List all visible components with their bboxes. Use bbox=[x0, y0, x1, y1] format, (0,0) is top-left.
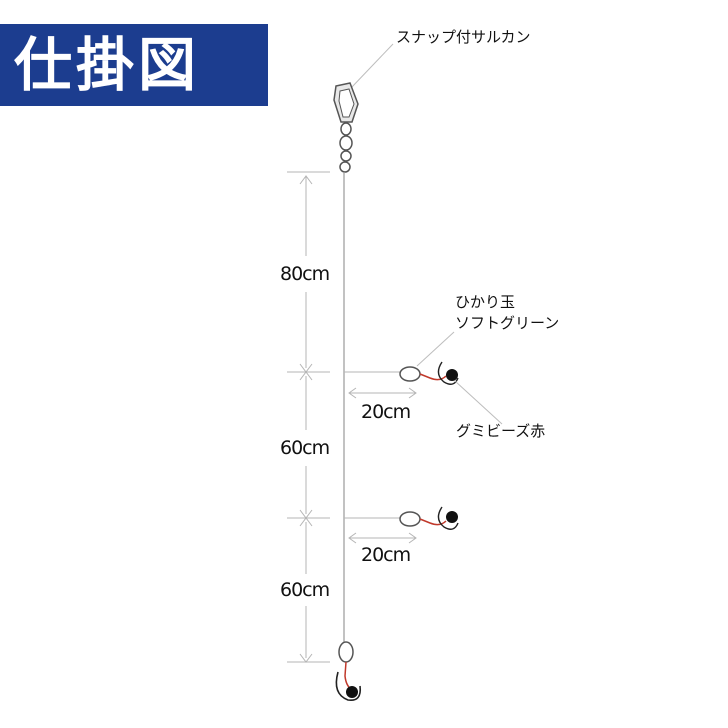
hook-icon bbox=[335, 671, 362, 702]
snap-swivel-icon bbox=[333, 82, 359, 173]
branch-dimension-upper bbox=[348, 387, 417, 399]
hook-line-upper bbox=[419, 373, 447, 381]
snap-swivel-label: スナップ付サルカン bbox=[396, 28, 531, 46]
dimension-label-middle: 60cm bbox=[280, 437, 330, 459]
branch-length-upper: 20cm bbox=[361, 401, 411, 423]
branch-length-lower: 20cm bbox=[361, 544, 411, 566]
hook-icon bbox=[437, 506, 459, 530]
dimension-label-top: 80cm bbox=[280, 263, 330, 285]
gummy-bead-icon bbox=[446, 369, 458, 381]
gummy-bead-icon bbox=[346, 686, 358, 698]
dimension-guide bbox=[287, 171, 330, 663]
glow-bead-icon bbox=[399, 511, 421, 527]
hook-line-lower bbox=[419, 518, 447, 526]
gummy-bead-leader-line bbox=[454, 380, 503, 425]
glow-bead-icon bbox=[399, 366, 421, 382]
glow-bead-color-label: ソフトグリーン bbox=[455, 314, 560, 332]
hook-icon bbox=[437, 361, 459, 385]
title-banner: 仕掛図 bbox=[0, 24, 268, 106]
gummy-bead-icon bbox=[446, 511, 458, 523]
glow-bead-icon bbox=[338, 641, 354, 663]
gummy-bead-label: グミビーズ赤 bbox=[456, 422, 546, 440]
glow-bead-label: ひかり玉 bbox=[455, 293, 516, 311]
snap-leader-line bbox=[350, 43, 394, 89]
dimension-label-bottom: 60cm bbox=[280, 579, 330, 601]
glow-bead-leader-line bbox=[416, 331, 455, 367]
branch-dimension-lower bbox=[348, 532, 417, 544]
page-title: 仕掛図 bbox=[14, 31, 201, 99]
hook-line-bottom bbox=[344, 661, 353, 691]
